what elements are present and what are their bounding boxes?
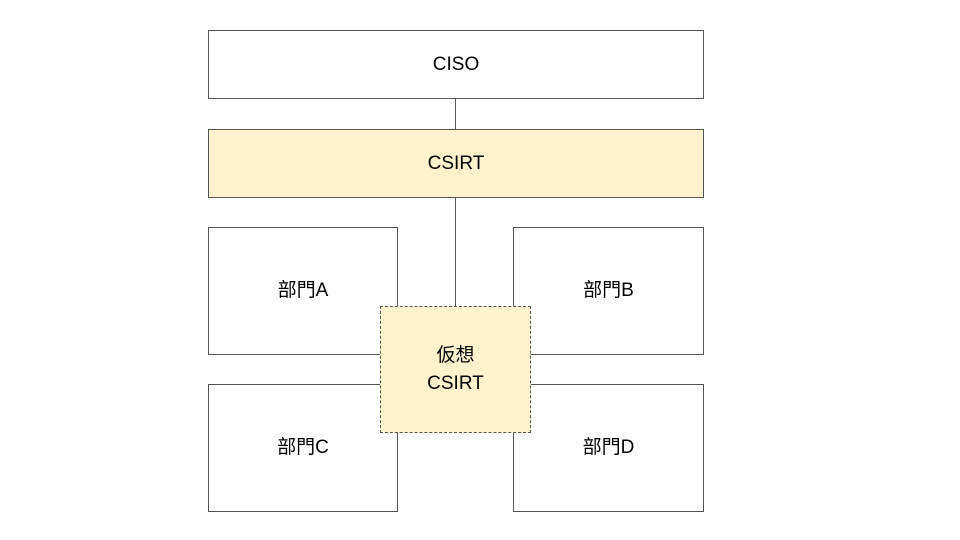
dept-b-box: 部門B <box>513 227 704 355</box>
dept-c-label: 部門C <box>277 437 329 458</box>
dept-d-label: 部門D <box>582 437 635 458</box>
dept-b-label: 部門B <box>583 280 634 301</box>
ciso-box: CISO <box>208 30 704 99</box>
csirt-box: CSIRT <box>208 129 704 198</box>
ciso-label: CISO <box>432 53 480 75</box>
virtual-csirt-label-line1: 仮想 <box>436 344 475 366</box>
virtual-csirt-box: 仮想 CSIRT <box>380 306 531 433</box>
connector-csirt-virtual-csirt <box>455 198 456 306</box>
virtual-csirt-label-line2: CSIRT <box>427 372 484 394</box>
csirt-label: CSIRT <box>427 152 485 174</box>
dept-a-box: 部門A <box>208 227 398 355</box>
dept-d-box: 部門D <box>513 384 704 512</box>
connector-ciso-csirt <box>455 99 456 129</box>
dept-a-label: 部門A <box>277 280 329 301</box>
dept-c-box: 部門C <box>208 384 398 512</box>
